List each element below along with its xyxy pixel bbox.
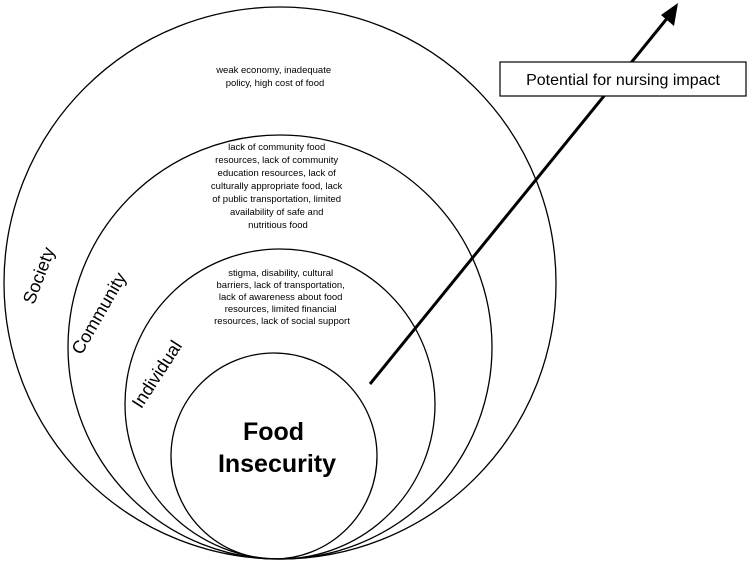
food-insecurity-label: Food Insecurity xyxy=(218,418,336,478)
food-insecurity-line: Insecurity xyxy=(218,450,336,478)
community-factor-line: availability of safe and xyxy=(230,207,323,218)
individual-factor-line: stigma, disability, cultural xyxy=(228,268,333,279)
nursing-impact-callout xyxy=(499,61,747,97)
society-factor-line: weak economy, inadequate xyxy=(215,65,331,76)
individual-factor-line: lack of awareness about food xyxy=(219,292,343,303)
society-label: Society xyxy=(19,244,59,306)
individual-factor-line: resources, limited financial xyxy=(225,304,337,315)
community-factor-line: culturally appropriate food, lack xyxy=(211,181,343,192)
community-factor-line: of public transportation, limited xyxy=(212,194,341,205)
community-factor-line: nutritious food xyxy=(248,220,308,231)
community-factor-line: resources, lack of community xyxy=(215,155,338,166)
community-label: Community xyxy=(67,269,130,358)
individual-factor-line: resources, lack of social support xyxy=(214,316,350,327)
community-factor-line: education resources, lack of xyxy=(218,168,337,179)
food-insecurity-core-ring xyxy=(170,352,378,560)
impact-arrow-head xyxy=(661,3,678,26)
nursing-impact-text: Potential for nursing impact xyxy=(526,72,720,89)
food-insecurity-line: Food xyxy=(243,418,304,446)
individual-factor-line: barriers, lack of transportation, xyxy=(217,280,345,291)
society-factor-line: policy, high cost of food xyxy=(226,78,325,89)
society-factors: weak economy, inadequate policy, high co… xyxy=(215,65,334,89)
individual-label: Individual xyxy=(128,337,186,412)
community-factors: lack of community food resources, lack o… xyxy=(211,142,345,231)
individual-factors: stigma, disability, cultural barriers, l… xyxy=(214,268,350,327)
community-factor-line: lack of community food xyxy=(228,142,325,153)
